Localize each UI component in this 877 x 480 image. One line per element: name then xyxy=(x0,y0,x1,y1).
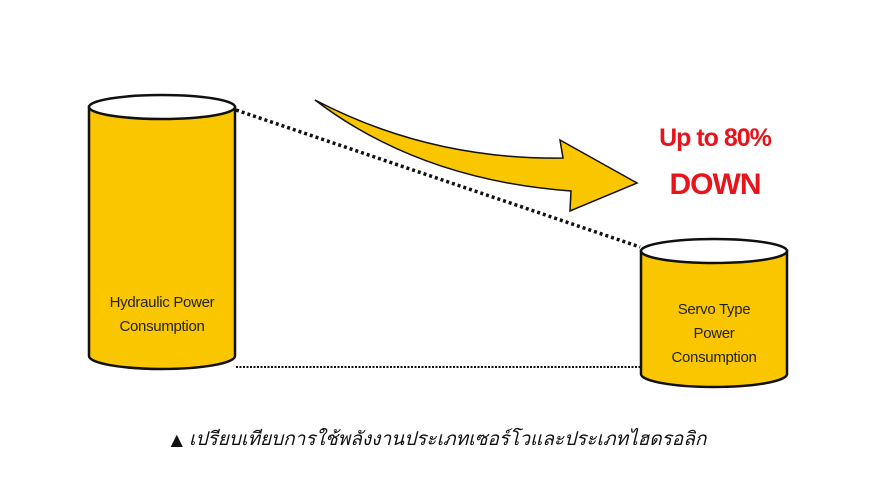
servo-label-line2: Power xyxy=(693,325,735,342)
servo-label-line3: Consumption xyxy=(671,349,757,366)
servo-label: Servo Type Power Consumption xyxy=(641,298,787,370)
caption: ▲ เปรียบเทียบการใช้พลังงานประเภทเซอร์โวแ… xyxy=(0,424,877,454)
hydraulic-label-line2: Consumption xyxy=(119,318,205,335)
caption-text: เปรียบเทียบการใช้พลังงานประเภทเซอร์โวและ… xyxy=(189,428,707,450)
hydraulic-label: Hydraulic Power Consumption xyxy=(89,291,235,339)
hydraulic-cylinder xyxy=(87,93,237,371)
servo-cylinder xyxy=(639,237,789,389)
servo-label-line1: Servo Type xyxy=(677,301,751,318)
reduction-down: DOWN xyxy=(669,168,762,201)
hydraulic-label-line1: Hydraulic Power xyxy=(109,294,215,311)
reduction-percent: Up to 80% xyxy=(659,124,772,152)
top-dotted-connector xyxy=(235,108,641,249)
triangle-icon: ▲ xyxy=(170,430,183,449)
curved-arrow-icon xyxy=(314,99,639,213)
